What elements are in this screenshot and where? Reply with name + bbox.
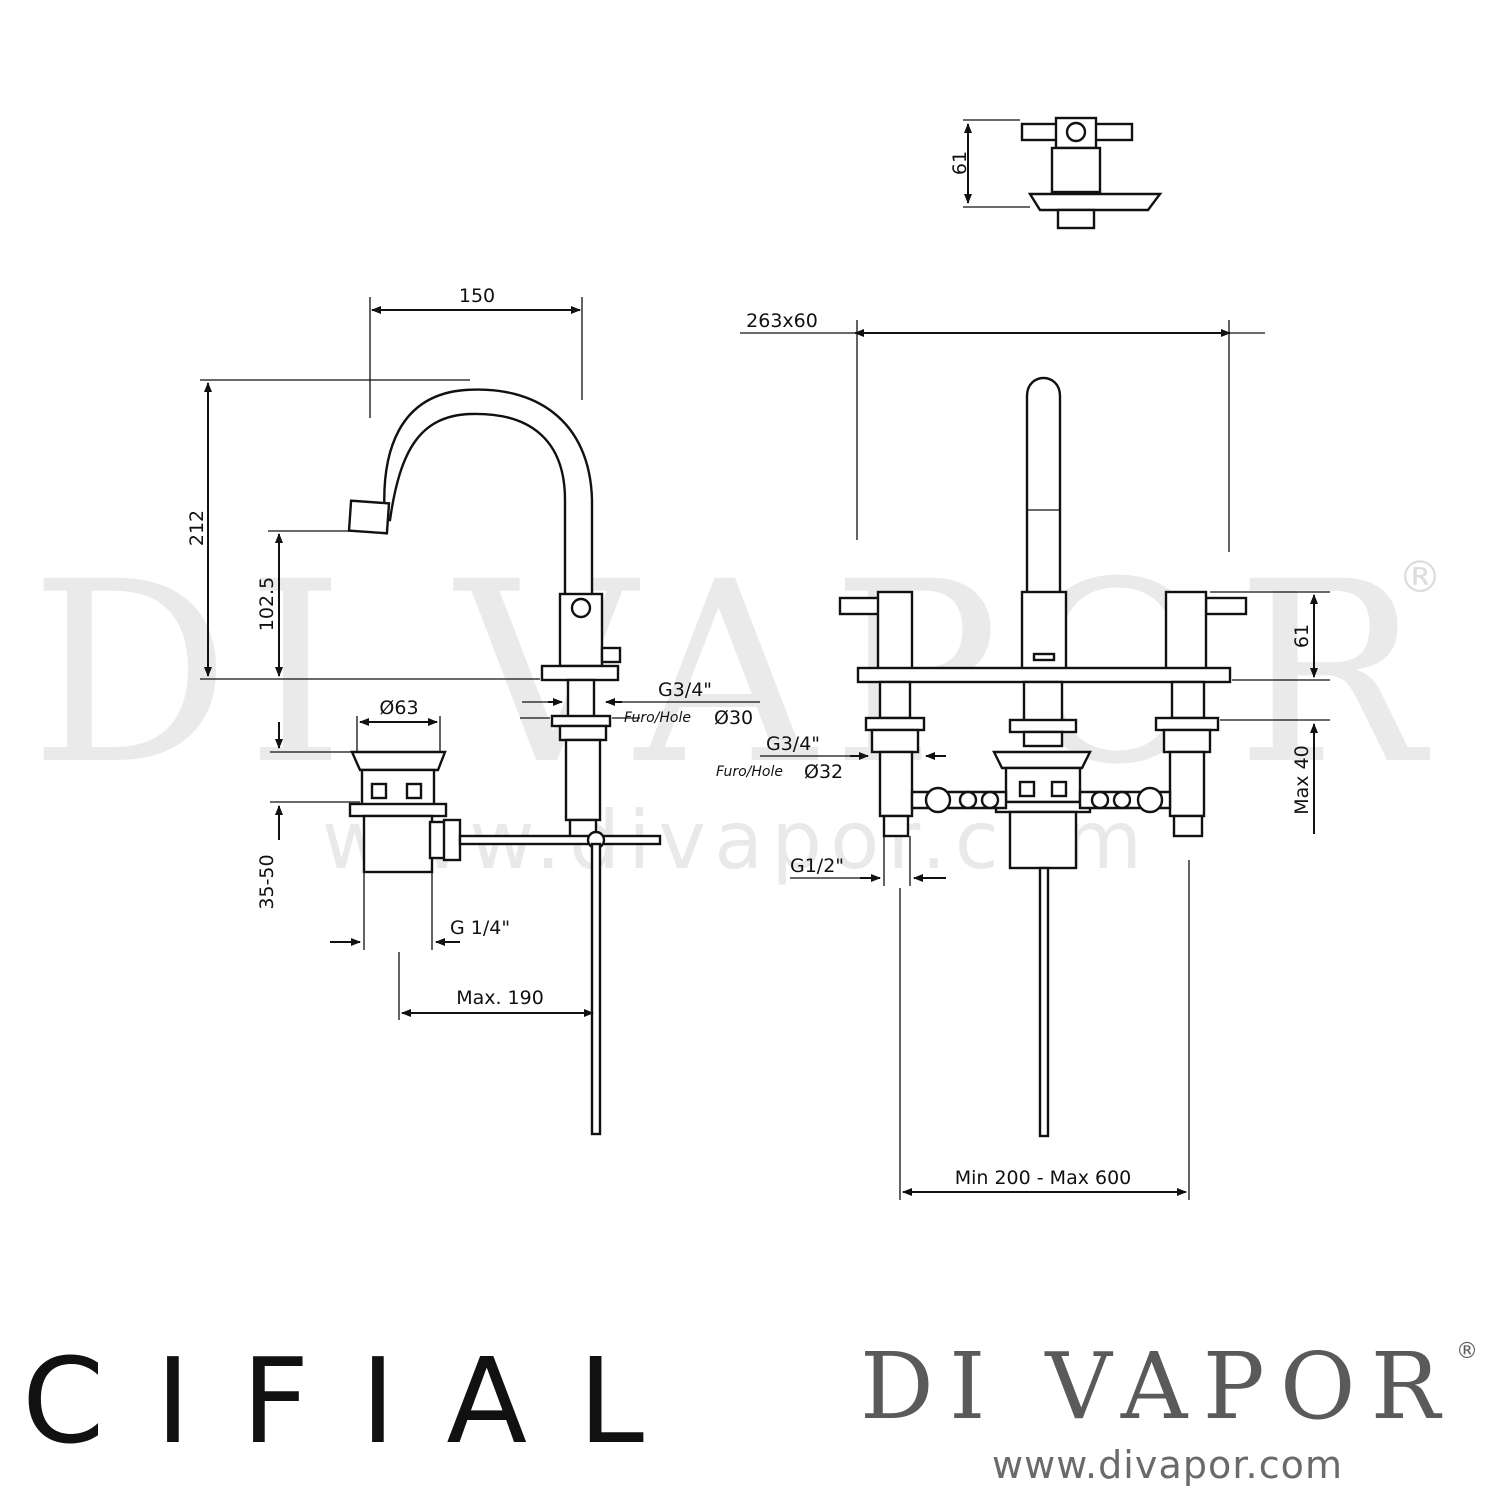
dim-handle-top-height: 61	[949, 151, 971, 175]
dim-spout-hole-diameter: Ø30	[714, 707, 753, 729]
divapor-logo: DI VAPOR	[860, 1333, 1443, 1440]
dim-spout-height: 212	[186, 510, 208, 546]
handle-top-view	[963, 116, 1163, 230]
spout-side-view	[200, 297, 760, 1136]
dim-spout-hole-label: Furo/Hole	[624, 710, 691, 726]
divapor-url: www.divapor.com	[992, 1443, 1342, 1487]
dim-waste-thickness: 35-50	[256, 854, 278, 909]
dim-handle-height: 61	[1291, 624, 1313, 648]
dim-spout-thread: G3/4"	[658, 679, 712, 701]
dim-waste-thread: G 1/4"	[450, 917, 510, 939]
dim-plate-size: 263x60	[746, 310, 818, 332]
dim-spacing: Min 200 - Max 600	[955, 1167, 1132, 1189]
dim-inlet-thread: G1/2"	[790, 855, 844, 877]
mixer-front-view	[740, 320, 1330, 1200]
cifial-logo: CIFIAL	[22, 1332, 662, 1470]
dim-handle-thread: G3/4"	[766, 733, 820, 755]
dim-waste-diameter: Ø63	[379, 697, 418, 719]
dim-spout-reach: 150	[459, 285, 495, 307]
dim-handle-hole-diameter: Ø32	[804, 761, 843, 783]
dim-spout-outlet-height: 102.5	[256, 577, 278, 631]
dim-handle-hole-label: Furo/Hole	[716, 764, 783, 780]
dim-rod-max: Max. 190	[456, 987, 544, 1009]
divapor-registered-mark: ®	[1456, 1339, 1478, 1364]
watermark-registered-mark: ®	[1398, 552, 1442, 603]
dim-deck-max: Max 40	[1291, 745, 1313, 815]
